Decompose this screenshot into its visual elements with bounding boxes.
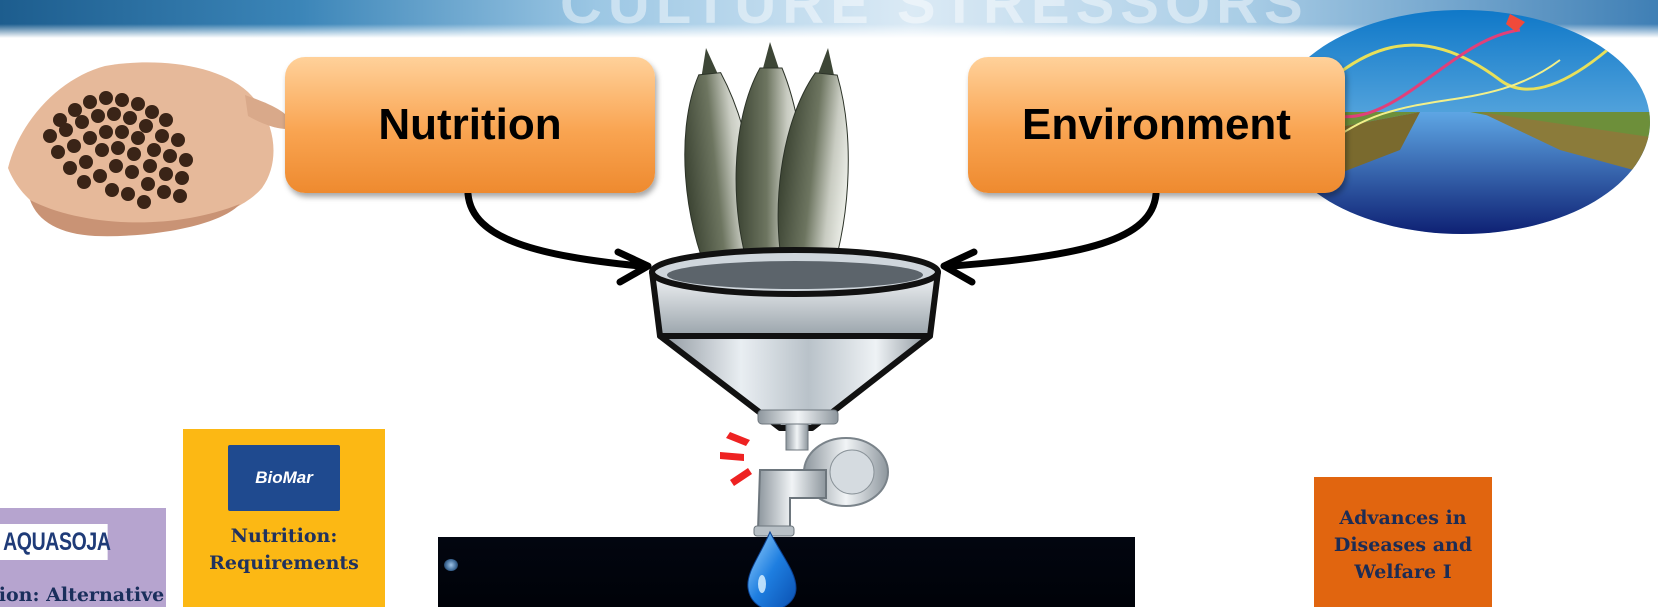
aquasoja-card-title: tion: Alternative: [0, 584, 190, 606]
diseases-title-line3: Welfare I: [1334, 559, 1472, 586]
video-indicator-icon: [444, 559, 458, 571]
biomar-title-line1: Nutrition:: [209, 523, 359, 550]
biomar-logo: BioMar: [228, 445, 340, 511]
diseases-card[interactable]: Advances in Diseases and Welfare I: [1314, 477, 1492, 607]
biomar-logo-text: BioMar: [255, 468, 313, 488]
tap-icon: [720, 410, 888, 536]
diseases-title-line2: Diseases and: [1334, 532, 1472, 559]
aquasoja-logo-text: AQUASOJA: [3, 528, 110, 557]
aquasoja-card[interactable]: AQUASOJA tion: Alternative: [0, 508, 166, 607]
diseases-card-title: Advances in Diseases and Welfare I: [1334, 505, 1472, 586]
biomar-card[interactable]: BioMar Nutrition: Requirements: [183, 429, 385, 607]
environment-label: Environment: [1022, 100, 1291, 150]
environment-box: Environment: [968, 57, 1345, 193]
nutrition-box: Nutrition: [285, 57, 655, 193]
feed-pellets-hand-icon: [8, 62, 295, 236]
biomar-card-title: Nutrition: Requirements: [209, 523, 359, 577]
video-panel[interactable]: [438, 537, 1135, 607]
diseases-title-line1: Advances in: [1334, 505, 1472, 532]
biomar-title-line2: Requirements: [209, 550, 359, 577]
funnel-icon: [652, 250, 938, 428]
aquasoja-logo: AQUASOJA: [0, 524, 108, 560]
nutrition-label: Nutrition: [378, 100, 561, 150]
